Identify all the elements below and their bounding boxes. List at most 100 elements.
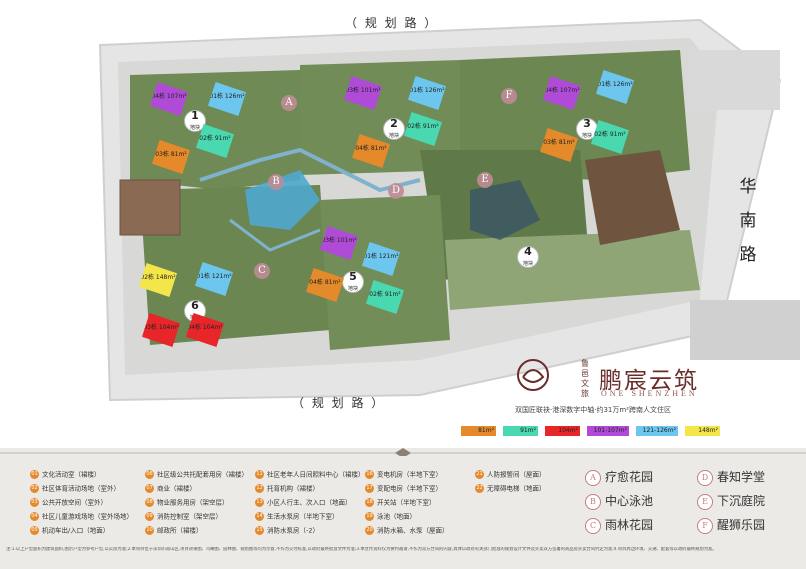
east-road-char: 南 — [739, 211, 757, 231]
legend-91: 91m² — [503, 426, 538, 436]
zone-marker-f: F — [501, 88, 517, 104]
facility-label: 文化活动室（裙楼） — [42, 470, 101, 479]
facility-number-badge: 07 — [145, 484, 154, 493]
facility-number-badge: 13 — [255, 498, 264, 507]
facility-label: 开关站（半地下室） — [377, 498, 436, 507]
legend-104: 104m² — [545, 426, 580, 436]
north-road-label: （ 规 划 路 ） — [345, 16, 439, 30]
brand-logo-icon — [517, 359, 549, 391]
zone-legend-item: D 春知学堂 — [697, 468, 765, 486]
zone-letter-badge: C — [585, 517, 601, 534]
east-road-char: 路 — [739, 245, 757, 265]
east-road-char: 华 — [739, 177, 757, 197]
decorative-divider — [0, 448, 806, 456]
facility-number-badge: 12 — [255, 484, 264, 493]
zone-name: 春知学堂 — [717, 470, 766, 484]
facility-label: 物业服务用房（架空层） — [157, 498, 229, 507]
facility-number-badge: 02 — [30, 484, 39, 493]
legend-121-126: 121-126m² — [636, 426, 678, 436]
zone-letter-badge: D — [697, 469, 713, 486]
legend-148: 148m² — [685, 426, 720, 436]
brand-block: 鲁邑文旅 鹏宸云筑 ONE SHENZHEN 双国匠联袂·港深数字中轴·约31万… — [515, 357, 745, 417]
facility-label: 托育机构（裙楼） — [267, 484, 319, 493]
brand-english: ONE SHENZHEN — [601, 389, 698, 398]
brand-name: 鹏宸云筑 — [599, 368, 699, 394]
facility-label: 商业（裙楼） — [157, 484, 196, 493]
facility-label: 社区儿童游戏场地（室外场地） — [42, 512, 133, 521]
legend-101-107: 101-107m² — [587, 426, 629, 436]
zone-marker-d: D — [388, 183, 404, 199]
facility-number-badge: 18 — [365, 498, 374, 507]
facility-label: 消防控制室（架空层） — [157, 512, 222, 521]
facility-label: 消防水箱、水泵（屋面） — [377, 526, 449, 535]
zone-marker-a: A — [281, 95, 297, 111]
zone-marker-c: C — [254, 263, 270, 279]
facility-number-badge: 09 — [145, 512, 154, 521]
facility-label: 邮政所（裙楼） — [157, 526, 203, 535]
legend-81: 81m² — [461, 426, 496, 436]
facility-number-badge: 20 — [365, 526, 374, 535]
zone-letter-badge: B — [585, 493, 601, 510]
zone-legend-item: C 雨林花园 — [585, 516, 653, 534]
facility-label: 机动车出/入口（地面） — [42, 526, 110, 535]
facility-number-badge: 14 — [255, 512, 264, 521]
facility-number-badge: 06 — [145, 470, 154, 479]
zone-name: 疗愈花园 — [605, 470, 654, 484]
facility-label: 社区级公共托配套用房（裙楼） — [157, 470, 248, 479]
facility-label: 泳池（地面） — [377, 512, 416, 521]
facility-label: 小区人行主、次入口（地面） — [267, 498, 352, 507]
facility-label: 公共开放空间（室外） — [42, 498, 107, 507]
facility-number-badge: 15 — [255, 526, 264, 535]
facility-number-badge: 10 — [145, 526, 154, 535]
facility-number-badge: 17 — [365, 484, 374, 493]
zone-marker-e: E — [477, 172, 493, 188]
facility-label: 生活水泵房（半地下室） — [267, 512, 339, 521]
zone-letter-badge: E — [697, 493, 713, 510]
unit-area-legend: 81m² 91m² 104m² 101-107m² 121-126m² 148m… — [461, 426, 720, 438]
zone-name: 下沉庭院 — [717, 494, 766, 508]
zone-legend-item: A 疗愈花园 — [585, 468, 653, 486]
facility-number-badge: 03 — [30, 498, 39, 507]
facility-label: 社区体育活动场地（室外） — [42, 484, 120, 493]
site-plan-drawing — [98, 18, 800, 402]
facility-number-badge: 04 — [30, 512, 39, 521]
zone-name: 雨林花园 — [605, 518, 654, 532]
zone-legend-item: E 下沉庭院 — [697, 492, 765, 510]
facility-number-badge: 19 — [365, 512, 374, 521]
facility-label: 人防报警间（屋面） — [487, 470, 546, 479]
zone-letter-badge: F — [697, 517, 713, 534]
zone-marker-b: B — [268, 174, 284, 190]
facility-number-badge: 01 — [30, 470, 39, 479]
brand-tagline: 双国匠联袂·港深数字中轴·约31万m²跨南人文住区 — [515, 406, 671, 414]
facility-label: 无障碍电梯（地面） — [487, 484, 546, 493]
zone-letter-badge: A — [585, 469, 601, 486]
zone-name: 中心泳池 — [605, 494, 654, 508]
facility-label: 社区老年人日间照料中心（裙楼） — [267, 470, 365, 479]
facility-number-badge: 08 — [145, 498, 154, 507]
facility-number-badge: 11 — [255, 470, 264, 479]
east-road-label: 华 南 路 — [738, 170, 758, 272]
